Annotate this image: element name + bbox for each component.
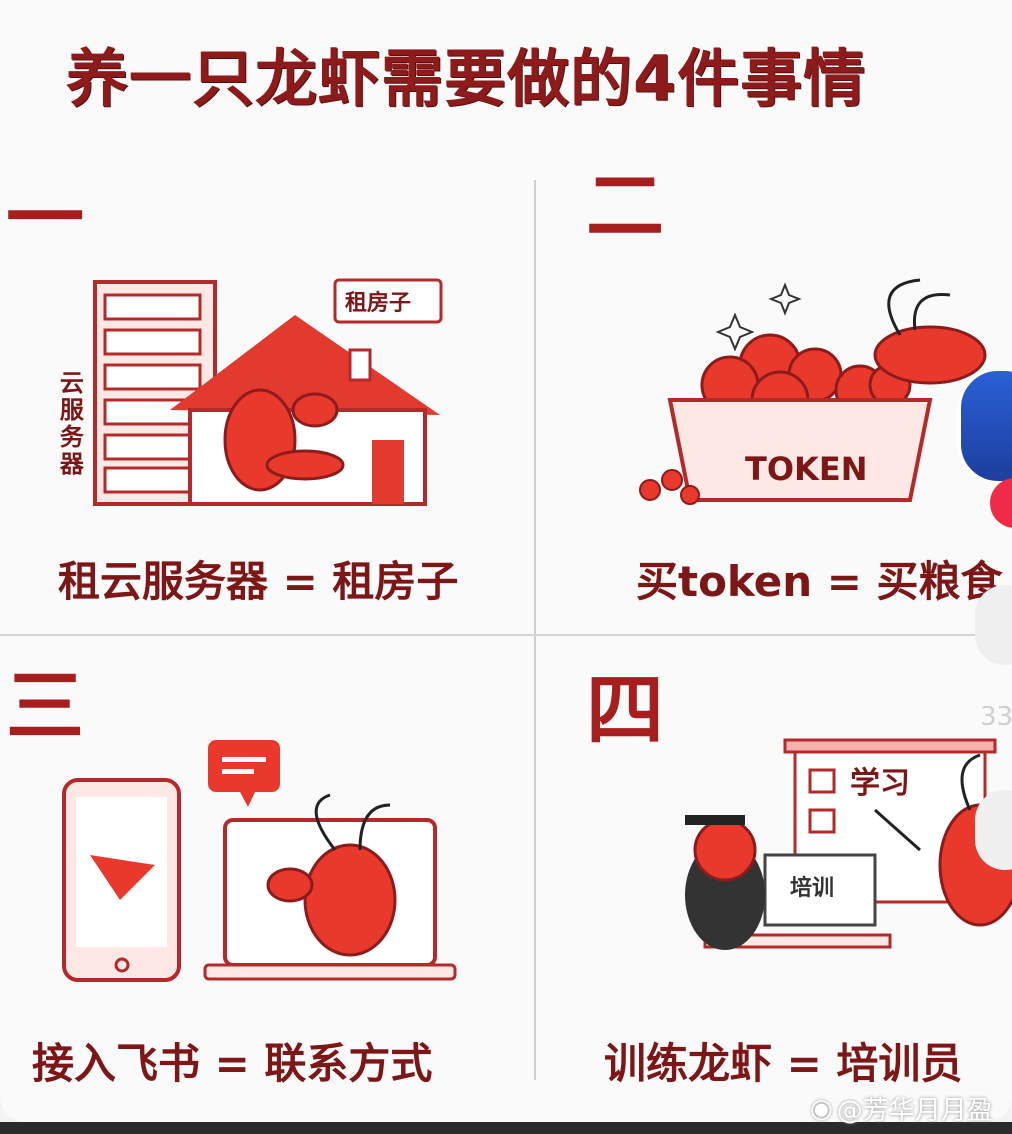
page-title: 养一只龙虾需要做的4件事情 [66, 42, 867, 115]
board-label: 学习 [850, 766, 910, 801]
caption-three: 接入飞书 = 联系方式 [32, 1039, 433, 1088]
follow-button[interactable] [990, 478, 1012, 528]
watermark-text: @芳华月月盈 [836, 1096, 993, 1126]
house-label: 租房子 [345, 290, 411, 316]
monitor-label: 培训 [790, 875, 834, 901]
watermark: ◉ @芳华月月盈 [810, 1090, 993, 1127]
caption-one: 租云服务器 = 租房子 [58, 557, 459, 606]
training-illustration: 学习 培训 [685, 738, 1012, 950]
like-button[interactable] [975, 585, 1012, 665]
server-label: 云服务器 [55, 370, 84, 478]
numeral-four: 四 [586, 666, 665, 756]
comment-button[interactable] [975, 790, 1012, 870]
numeral-two: 二 [586, 162, 665, 252]
vertical-divider [534, 180, 536, 1080]
like-count: 33 [980, 702, 1012, 732]
feishu-logo-icon [90, 855, 155, 900]
author-avatar[interactable] [958, 368, 1012, 484]
caption-two: 买token = 买粮食 [636, 557, 1003, 606]
feishu-device-illustration [62, 740, 457, 982]
caption-four: 训练龙虾 = 培训员 [604, 1039, 963, 1088]
bowl-label: TOKEN [745, 450, 867, 488]
video-bottom-bar [0, 1122, 1012, 1134]
weibo-icon: ◉ [810, 1093, 833, 1124]
numeral-one: 一 [6, 174, 85, 264]
server-house-illustration: 租房子 [93, 278, 443, 506]
token-bowl-illustration: TOKEN [639, 278, 987, 505]
horizontal-divider [0, 634, 1012, 636]
numeral-three: 三 [6, 662, 85, 752]
